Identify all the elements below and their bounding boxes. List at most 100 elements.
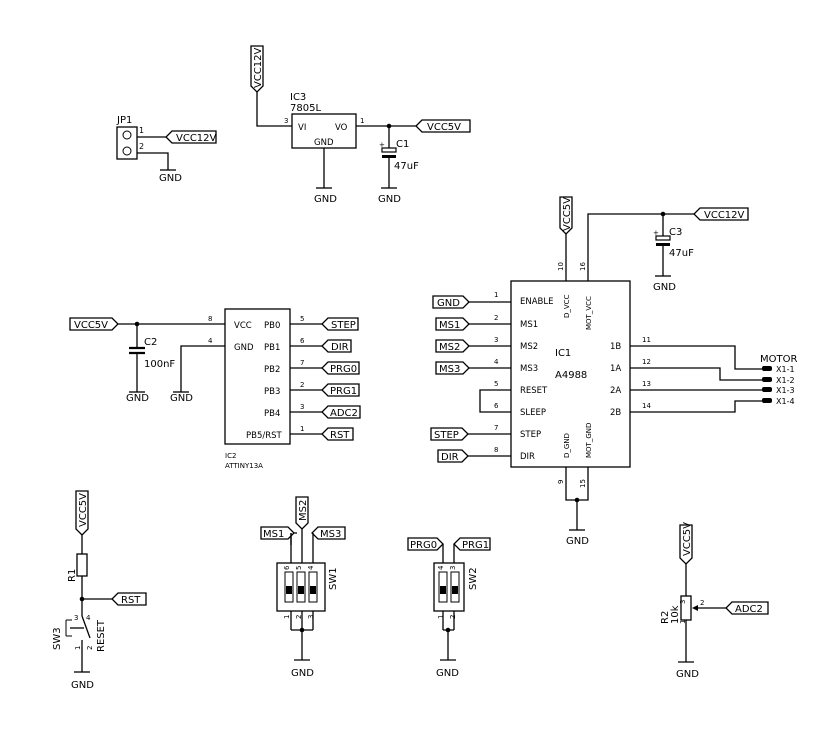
ic1-pin14: 14 xyxy=(642,402,651,410)
motor-pin2: X1-2 xyxy=(776,376,795,385)
ic1-pin-reset: RESET xyxy=(520,386,548,396)
sw1-pin3: 3 xyxy=(307,615,315,619)
r2-value: 10k xyxy=(670,605,681,624)
sw2-pin4: 4 xyxy=(437,565,445,570)
ic3-vo: VO xyxy=(335,123,348,133)
ic2-value: ATTINY13A xyxy=(225,462,263,470)
motor-label: MOTOR xyxy=(760,354,797,365)
jp1-pin1: 1 xyxy=(139,126,144,135)
sw2-gnd-label: GND xyxy=(436,668,459,679)
r2-ref: R2 xyxy=(660,611,671,624)
ic2-ref: IC2 xyxy=(225,452,236,460)
ic2-pin-pb5: PB5/RST xyxy=(246,431,283,441)
ic1-vcc5v-net: VCC5V xyxy=(562,197,573,231)
sw1-ms1-label: MS1 xyxy=(263,529,284,540)
c3-value: 47uF xyxy=(669,248,694,259)
c1-plus: + xyxy=(379,141,385,149)
r2-adc2-label: ADC2 xyxy=(735,604,763,615)
ic1-pin15: 15 xyxy=(579,479,587,488)
ic1-pin8: 8 xyxy=(494,446,498,454)
ic2-pin1: 1 xyxy=(300,425,304,433)
ic1-dir-net: DIR xyxy=(441,452,459,463)
vcc5v-reg-label: VCC5V xyxy=(427,122,461,133)
ic1-pin-motvcc: MOT_VCC xyxy=(585,296,593,330)
ic1-pin-ms1: MS1 xyxy=(520,320,538,330)
sw1-pin2: 2 xyxy=(295,615,303,619)
sw1-pin5: 5 xyxy=(295,566,303,570)
ic2-pin7: 7 xyxy=(300,359,304,367)
ic2-gnd-label: GND xyxy=(170,393,193,404)
ic1-pin-dir: DIR xyxy=(520,452,535,462)
ic2-pin-pb1: PB1 xyxy=(264,343,280,353)
ic1-pin-1a: 1A xyxy=(610,364,621,374)
ic1-pin3: 3 xyxy=(494,336,498,344)
c2-value: 100nF xyxy=(144,359,175,370)
r1-ref: R1 xyxy=(67,569,78,582)
ic3-pin-in: 3 xyxy=(284,117,288,125)
ic2-pin-vcc: VCC xyxy=(234,321,252,331)
ic1-pin-sleep: SLEEP xyxy=(520,408,546,418)
ic2-pin5: 5 xyxy=(300,315,304,323)
ic2-prg0-label: PRG0 xyxy=(330,364,357,375)
ic3-ref: IC3 xyxy=(290,92,306,103)
ic2-pin-pb3: PB3 xyxy=(264,387,280,397)
ic1-pin11: 11 xyxy=(642,336,651,344)
sw3-pin2: 2 xyxy=(86,646,94,650)
ic1-pin4: 4 xyxy=(494,358,499,366)
sw1-gnd-label: GND xyxy=(291,668,314,679)
ic1-pin16: 16 xyxy=(579,262,587,271)
ic1-pin-dvcc: D_VCC xyxy=(563,294,571,318)
ic1-pin6: 6 xyxy=(494,402,499,410)
c3-ref: C3 xyxy=(669,227,682,238)
ic1-ref: IC1 xyxy=(555,348,571,359)
jp1-gnd-label: GND xyxy=(159,173,182,184)
ic1-pin12: 12 xyxy=(642,358,651,366)
sw1-ms2-label: MS2 xyxy=(298,500,309,521)
ic3-gnd-label: GND xyxy=(314,194,337,205)
sw1-pin6: 6 xyxy=(283,565,291,570)
r2-potentiometer: VCC5V ADC2 R2 10k 1 2 3 GND xyxy=(660,522,769,680)
ic1-pin-enable: ENABLE xyxy=(520,297,553,307)
ic2-rst-label: RST xyxy=(330,430,350,441)
ic1-value: A4988 xyxy=(555,370,587,381)
ic2-attiny: IC2 ATTINY13A VCC GND 8 4 PB0 PB1 PB2 PB… xyxy=(69,308,361,470)
ic1-pin13: 13 xyxy=(642,380,651,388)
ic2-pin-gnd: GND xyxy=(234,343,254,353)
motor-connector: MOTOR X1-1 X1-2 X1-3 X1-4 xyxy=(760,354,797,406)
ic1-vcc12v-net: VCC12V xyxy=(704,210,745,221)
ic2-pin8: 8 xyxy=(208,315,212,323)
ic3-value: 7805L xyxy=(290,103,321,114)
ic1-ms1-net: MS1 xyxy=(439,320,460,331)
ic2-pin4: 4 xyxy=(208,337,213,345)
ic1-step-net: STEP xyxy=(434,430,459,441)
sw3-value: RESET xyxy=(96,619,107,652)
ic1-pin7: 7 xyxy=(494,424,498,432)
jp1-connector: JP1 1 2 VCC12V GND xyxy=(116,115,217,184)
ic2-step-label: STEP xyxy=(331,320,356,331)
ic2-pin2: 2 xyxy=(300,381,304,389)
c1-ref: C1 xyxy=(396,139,409,150)
ic2-pin6: 6 xyxy=(300,337,305,345)
r2-vcc5v-label: VCC5V xyxy=(682,522,693,556)
ic1-pin-2a: 2A xyxy=(610,386,621,396)
sw3-pin1: 1 xyxy=(74,646,82,650)
sw1-pin4: 4 xyxy=(307,565,315,570)
reset-circuit: VCC5V R1 RST GND SW3 RESET 3 4 1 2 xyxy=(52,490,147,691)
sw1-pin1: 1 xyxy=(283,615,291,619)
motor-pin3: X1-3 xyxy=(776,386,795,395)
r1-vcc5v-label: VCC5V xyxy=(78,493,89,527)
ic1-pin-ms2: MS2 xyxy=(520,342,538,352)
ic2-dir-label: DIR xyxy=(331,342,349,353)
ic1-pin-ms3: MS3 xyxy=(520,364,538,374)
sw1-ms3-label: MS3 xyxy=(320,529,341,540)
sw2-prg0-label: PRG0 xyxy=(410,540,437,551)
ic1-ms2-net: MS2 xyxy=(439,342,460,353)
motor-pin4: X1-4 xyxy=(776,397,795,406)
r2-pin1: 1 xyxy=(679,620,687,624)
sw3-gnd-label: GND xyxy=(71,680,94,691)
sw3-pin3: 3 xyxy=(74,614,78,622)
c2-gnd-label: GND xyxy=(126,393,149,404)
ic1-pin-dgnd: D_GND xyxy=(563,433,571,458)
sw2-prg1-label: PRG1 xyxy=(462,540,489,551)
